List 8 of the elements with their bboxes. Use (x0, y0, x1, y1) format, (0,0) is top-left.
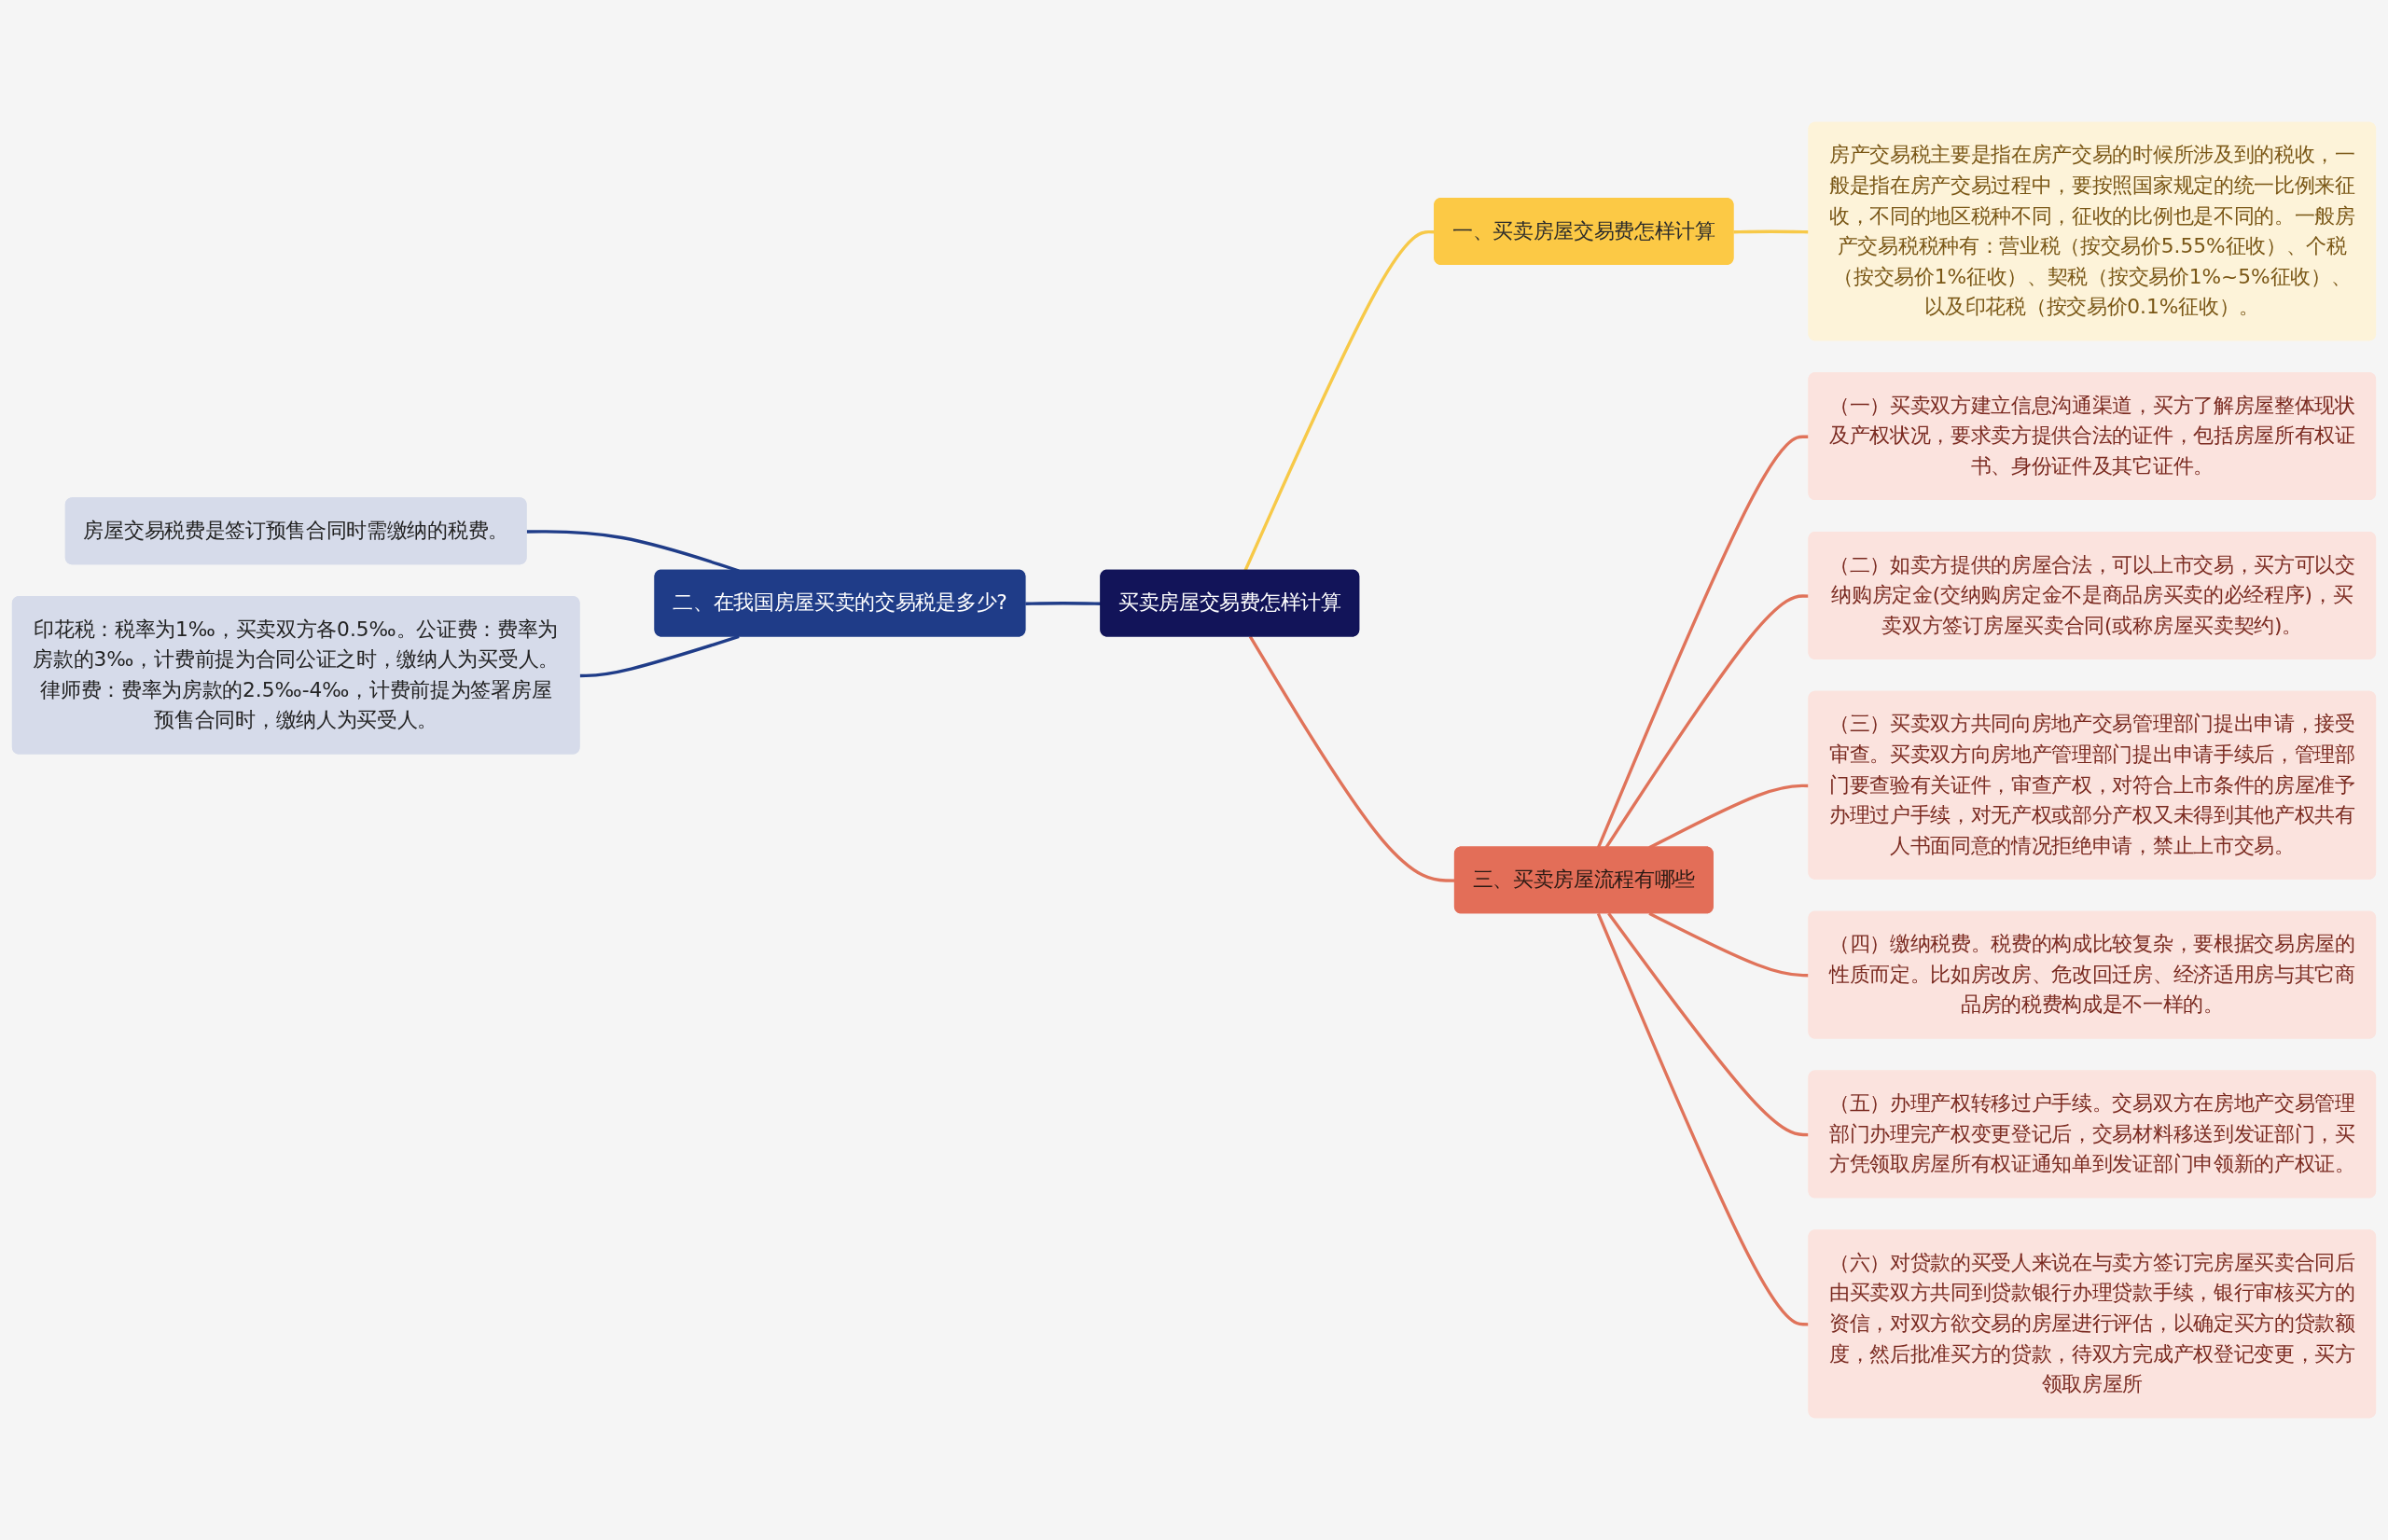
connector (1596, 435, 1810, 849)
connector (1596, 912, 1810, 1326)
connector (1025, 602, 1102, 605)
connector (1607, 912, 1810, 1137)
connector (579, 634, 740, 678)
connector (1648, 911, 1810, 978)
connector (1604, 594, 1810, 849)
connector (1733, 229, 1810, 234)
